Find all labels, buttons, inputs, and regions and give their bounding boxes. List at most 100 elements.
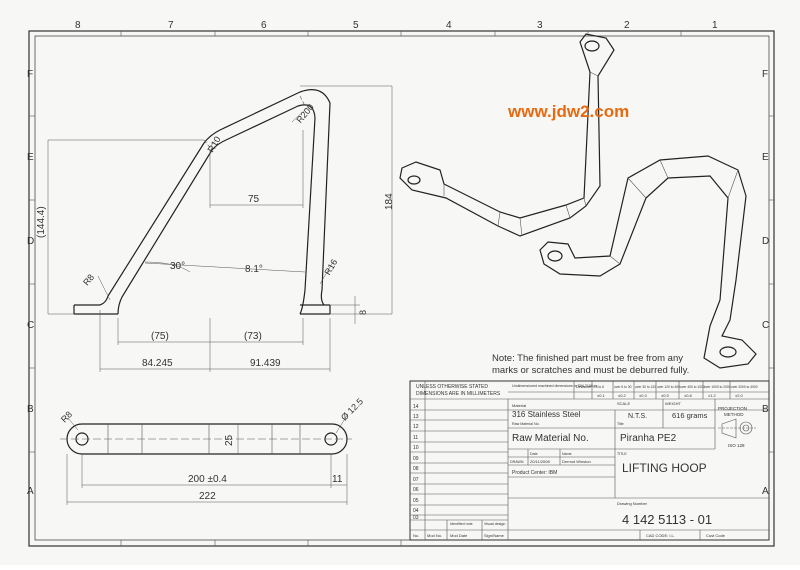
isometric-view-2 <box>539 155 757 369</box>
row-label-d-left: D <box>27 236 34 247</box>
visual-design-label: Visual design <box>484 522 505 526</box>
projection-symbol <box>718 418 756 439</box>
subtitle-label: Title <box>617 422 624 426</box>
dim-84: 84.245 <box>142 358 173 369</box>
zone-ticks <box>29 31 774 546</box>
dim-91: 91.439 <box>250 358 281 369</box>
isometric-view-1 <box>399 33 615 237</box>
col-label-6: 6 <box>261 20 267 31</box>
drawing-number: 4 142 5113 - 01 <box>622 512 712 527</box>
inner-frame <box>34 35 770 541</box>
drawing-title: LIFTING HOOP <box>622 461 707 475</box>
tolerance-range-1: over 6 to 30 <box>614 385 632 389</box>
col-label-3: 3 <box>537 20 543 31</box>
drawn-date: 20/11/2008 <box>530 459 550 464</box>
finish-note-line2: marks or scratches and must be deburred … <box>492 365 689 376</box>
row-label-e-left: E <box>27 152 34 163</box>
footer-mod-no: Mod No. <box>427 533 442 538</box>
row-label-c-right: C <box>762 320 769 331</box>
col-label-5: 5 <box>353 20 359 31</box>
flat-dim-11: 11 <box>332 474 343 485</box>
dim-75-bottom: (75) <box>151 331 169 342</box>
side-view <box>73 89 331 315</box>
revision-row-05: 05 <box>413 498 419 504</box>
footer-mod-date: Mod Date <box>450 533 468 538</box>
col-label-4: 4 <box>446 20 452 31</box>
tolerance-deviation-4: ±0.8 <box>684 393 693 398</box>
dim-73: (73) <box>244 331 262 342</box>
tolerance-range-4: over 400 to 1000 <box>680 385 705 389</box>
weight-value: 616 grams <box>672 411 708 420</box>
projection-label: PROJECTION <box>718 406 747 411</box>
tolerance-range-3: over 120 to 400 <box>657 385 680 389</box>
col-label-7: 7 <box>168 20 174 31</box>
revision-row-12: 12 <box>413 424 419 430</box>
scale-label: SCALE <box>617 401 630 406</box>
flat-view-dimensions <box>66 413 349 505</box>
flat-dim-200: 200 ±0.4 <box>188 474 227 485</box>
flat-pattern-view <box>60 423 352 455</box>
tolerance-deviation-2: ±0.3 <box>639 393 648 398</box>
revision-row-09: 09 <box>413 456 419 462</box>
subtitle-value: Piranha PE2 <box>620 433 677 444</box>
footer-cust-code: Cust Code <box>706 533 726 538</box>
dim-angle-8: 8.1° <box>245 264 263 275</box>
dim-144: (144.4) <box>36 206 47 238</box>
row-label-a-left: A <box>27 486 34 497</box>
dim-angle-30: 30° <box>170 261 185 272</box>
projection-label-2: METHOD <box>724 412 744 417</box>
row-label-b-left: B <box>27 404 34 415</box>
revision-row-10: 10 <box>413 445 419 451</box>
units-note-1: UNLESS OTHERWISE STATED <box>416 384 488 390</box>
weight-label: WEIGHT <box>665 401 682 406</box>
side-view-dimensions <box>47 85 393 372</box>
tolerance-range-5: over 1000 to 2000 <box>704 385 731 389</box>
row-label-c-left: C <box>27 320 34 331</box>
row-label-a-right: A <box>762 486 769 497</box>
tolerance-deviation-3: ±0.5 <box>661 393 670 398</box>
footer-no: No. <box>413 533 419 538</box>
tolerance-range-2: over 30 to 120 <box>635 385 656 389</box>
revision-row-08: 08 <box>413 466 419 472</box>
watermark-text: www.jdw2.com <box>507 102 629 121</box>
scale-value: N.T.S. <box>628 413 647 420</box>
revision-row-14: 14 <box>413 404 419 410</box>
title-block <box>409 380 770 541</box>
revision-row-04: 04 <box>413 508 419 514</box>
finish-note-line1: Note: The finished part must be free fro… <box>492 353 683 364</box>
deviation-label: Deviation <box>576 385 591 389</box>
dim-8: 8 <box>358 310 368 315</box>
tolerance-deviation-0: ±0.1 <box>597 393 606 398</box>
tolerance-deviation-5: ±1.2 <box>708 393 717 398</box>
footer-cad-code: CAD CODE: I.L. <box>646 533 675 538</box>
title-label: TITLE <box>617 452 627 456</box>
drawn-name: Dermot Winston <box>562 459 591 464</box>
dim-184: 184 <box>384 193 395 210</box>
revision-row-13: 13 <box>413 414 419 420</box>
row-label-b-right: B <box>762 404 769 415</box>
drawn-label: DRAWN <box>510 460 524 464</box>
tolerance-note: Undimensioned machined dimensions to DIN… <box>512 384 597 388</box>
col-label-8: 8 <box>75 20 81 31</box>
product-centre: Product Center: IBM <box>512 470 557 476</box>
revision-row-07: 07 <box>413 477 419 483</box>
units-note-2: DIMENSIONS ARE IN MILLIMETERS <box>416 391 501 397</box>
raw-material-label: Raw Material No. <box>512 422 540 426</box>
tolerance-range-6: over 2000 to 4000 <box>731 385 758 389</box>
row-label-d-right: D <box>762 236 769 247</box>
revision-row-06: 06 <box>413 487 419 493</box>
tolerance-range-0: 0.5 to 6 <box>593 385 604 389</box>
col-label-2: 2 <box>624 20 630 31</box>
outer-frame <box>28 30 775 547</box>
col-label-1: 1 <box>712 20 718 31</box>
flat-dim-25: 25 <box>224 434 235 446</box>
revision-row-11: 11 <box>413 435 418 441</box>
revision-row-03: 03 <box>413 515 419 521</box>
tolerance-deviation-1: ±0.2 <box>618 393 627 398</box>
row-label-f-left: F <box>27 69 33 80</box>
tolerance-deviation-6: ±2.0 <box>735 393 744 398</box>
